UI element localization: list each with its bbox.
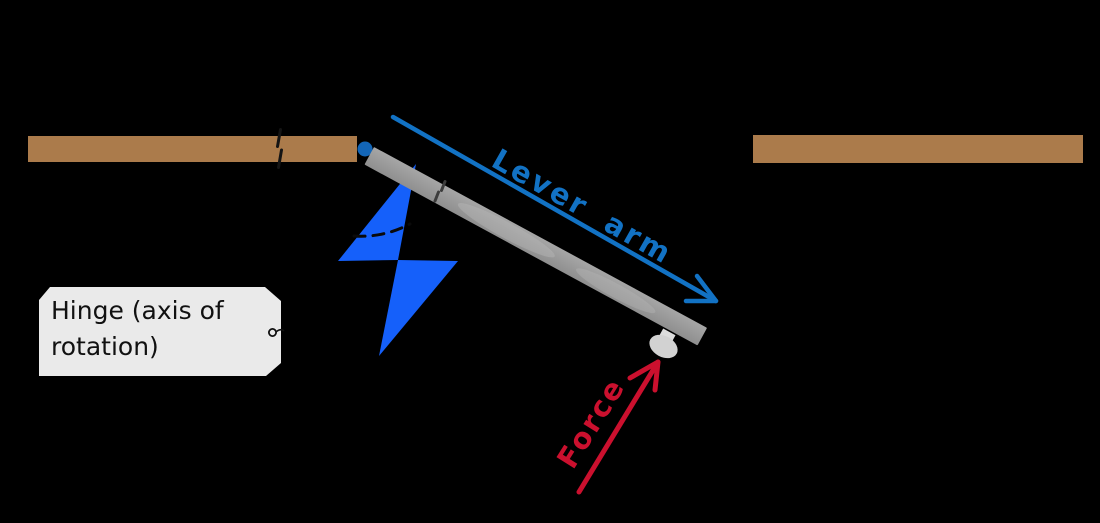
force-arrow	[576, 359, 661, 495]
left-wall	[28, 136, 357, 162]
tag-hole-tail-icon	[275, 328, 285, 333]
lever-arm-arrowhead-icon	[683, 273, 719, 304]
doorknob	[649, 334, 678, 359]
tag-hole-ring-icon	[267, 327, 277, 337]
door-sheen	[576, 268, 656, 314]
tag-hole	[267, 327, 285, 337]
door-sheen	[457, 203, 555, 258]
door	[364, 147, 707, 346]
swing-arc	[352, 222, 412, 238]
door-break-mark	[433, 180, 447, 203]
hinge-label-text: Hinge (axis of rotation)	[51, 296, 224, 361]
hinge-dot	[357, 141, 373, 157]
right-wall	[753, 135, 1083, 163]
hinge-label-tag: Hinge (axis of rotation)	[39, 287, 281, 376]
wall-break-mark	[276, 128, 283, 169]
lever-arm-arrow	[390, 114, 719, 304]
force-arrowhead-icon	[627, 359, 661, 393]
